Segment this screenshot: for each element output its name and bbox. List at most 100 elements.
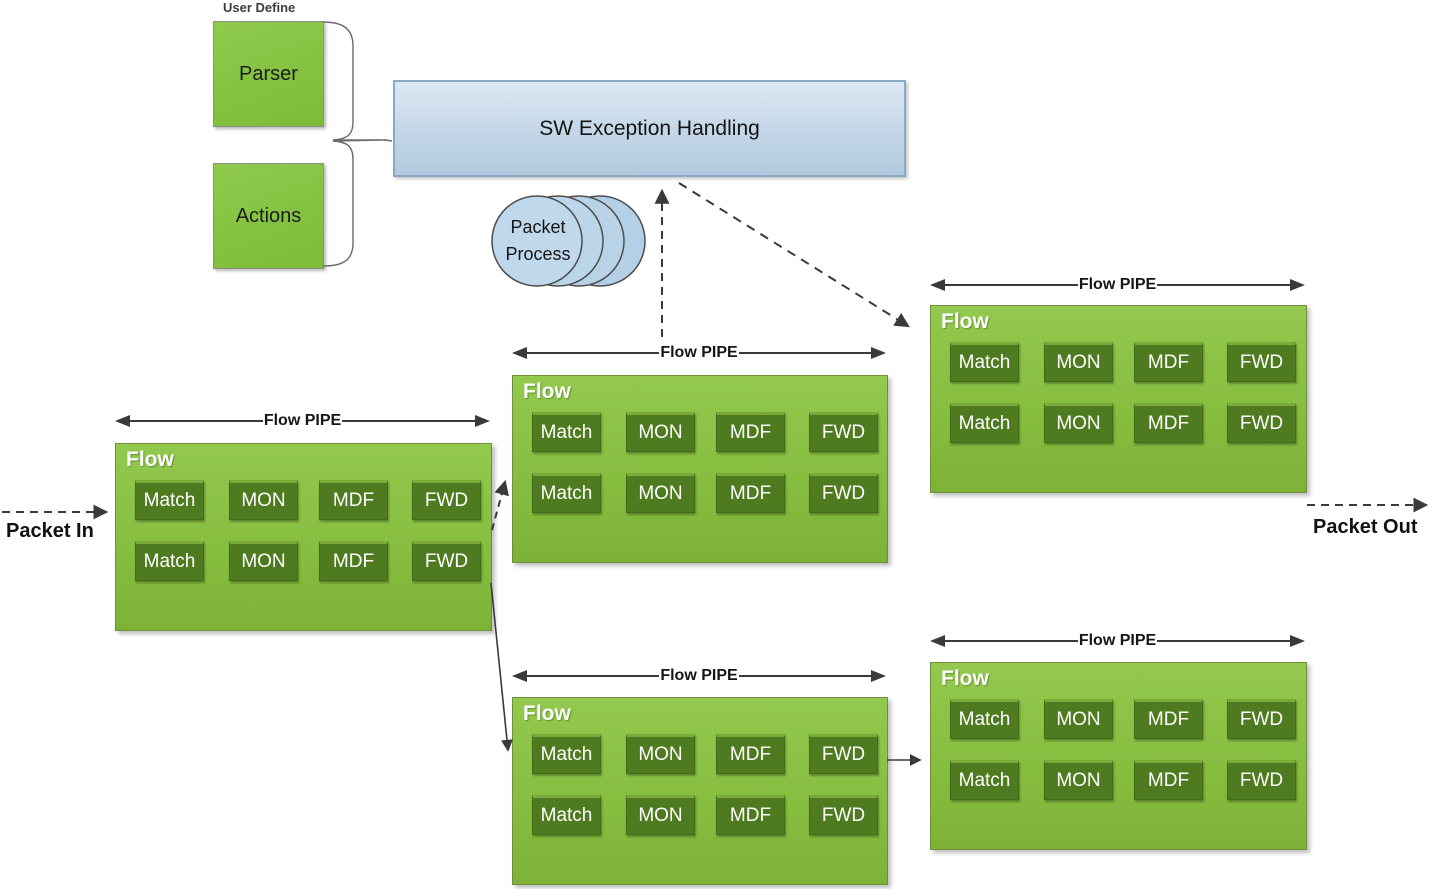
stage-cell-match: Match <box>950 403 1019 443</box>
stage-cell-fwd: FWD <box>1227 403 1296 443</box>
stage-cell-mdf: MDF <box>1134 342 1203 382</box>
arrowhead-right-icon <box>1290 635 1305 647</box>
stage-row: Match MON MDF FWD <box>931 760 1306 800</box>
flow-pipe-label: Flow PIPE <box>660 667 738 684</box>
flow-pipe-header-right-top: Flow PIPE <box>930 275 1305 295</box>
sw-exception-handling-label: SW Exception Handling <box>539 116 760 140</box>
arrowhead-left-icon <box>930 279 945 291</box>
header-line <box>1157 284 1290 286</box>
pipe-left-to-middle-top-arrow <box>491 479 509 531</box>
stage-cell-mon: MON <box>1044 342 1113 382</box>
stage-row: Match MON MDF FWD <box>931 342 1306 382</box>
stage-cell-fwd: FWD <box>1227 760 1296 800</box>
flow-pipe-label: Flow PIPE <box>263 412 342 429</box>
arrowhead-right-icon <box>871 347 886 359</box>
packet-process-line2: Process <box>505 244 571 264</box>
stage-cell-mon: MON <box>229 541 298 581</box>
header-line <box>738 352 871 354</box>
stage-cell-fwd: FWD <box>809 473 878 513</box>
stage-cell-mdf: MDF <box>716 412 785 452</box>
packet-process-line1: Packet <box>510 217 566 237</box>
stage-cell-mdf: MDF <box>319 480 388 520</box>
exception-to-pipe-arrow <box>678 182 910 328</box>
stage-cell-match: Match <box>135 480 204 520</box>
header-line <box>527 352 660 354</box>
stage-row: Match MON MDF FWD <box>931 403 1306 443</box>
stage-cell-fwd: FWD <box>809 795 878 835</box>
stage-cell-fwd: FWD <box>809 734 878 774</box>
stage-cell-match: Match <box>532 473 601 513</box>
stage-cell-match: Match <box>532 795 601 835</box>
flow-pipe-header-left: Flow PIPE <box>115 411 490 431</box>
stage-row: Match MON MDF FWD <box>931 699 1306 739</box>
stage-cell-mdf: MDF <box>716 473 785 513</box>
flow-pipe-label: Flow PIPE <box>1078 632 1157 649</box>
parser-box: Parser <box>213 21 324 127</box>
parser-label: Parser <box>239 62 298 85</box>
stage-cell-match: Match <box>950 699 1019 739</box>
actions-box: Actions <box>213 163 324 269</box>
header-line <box>945 284 1078 286</box>
stage-cell-fwd: FWD <box>809 412 878 452</box>
stage-cell-mon: MON <box>626 412 695 452</box>
stage-cell-fwd: FWD <box>412 541 481 581</box>
stage-cell-fwd: FWD <box>1227 699 1296 739</box>
stage-row: Match MON MDF FWD <box>116 480 491 520</box>
header-line <box>342 420 475 422</box>
packet-process-label: Packet Process <box>494 214 582 268</box>
stage-cell-mdf: MDF <box>1134 699 1203 739</box>
header-line <box>738 675 871 677</box>
arrowhead-right-icon <box>871 670 886 682</box>
packet-out-label: Packet Out <box>1313 516 1418 538</box>
stage-cell-mdf: MDF <box>1134 403 1203 443</box>
flow-pipe-header-right-bottom: Flow PIPE <box>930 631 1305 651</box>
stage-cell-match: Match <box>950 342 1019 382</box>
stage-cell-mon: MON <box>1044 699 1113 739</box>
stage-cell-fwd: FWD <box>1227 342 1296 382</box>
flow-title: Flow <box>126 448 174 471</box>
flow-pipe-label: Flow PIPE <box>660 344 738 361</box>
flow-pipe-header-middle-top: Flow PIPE <box>512 343 886 363</box>
stage-cell-mon: MON <box>1044 403 1113 443</box>
stage-cell-match: Match <box>135 541 204 581</box>
stage-cell-fwd: FWD <box>412 480 481 520</box>
arrowhead-right-icon <box>475 415 490 427</box>
brace-to-sw-line <box>384 139 393 142</box>
flow-title: Flow <box>523 380 571 403</box>
stage-cell-mon: MON <box>626 734 695 774</box>
stage-cell-mdf: MDF <box>1134 760 1203 800</box>
user-define-title: User Define <box>223 0 296 15</box>
pipe-left-to-middle-bottom-arrow <box>490 582 513 752</box>
actions-label: Actions <box>235 204 302 227</box>
header-line <box>527 675 660 677</box>
stage-cell-match: Match <box>950 760 1019 800</box>
arrowhead-left-icon <box>512 670 527 682</box>
flow-title: Flow <box>523 702 571 725</box>
arrowhead-right-icon <box>1290 279 1305 291</box>
header-line <box>1157 640 1290 642</box>
sw-exception-handling-box: SW Exception Handling <box>393 80 906 177</box>
header-line <box>130 420 263 422</box>
header-line <box>945 640 1078 642</box>
stage-cell-mon: MON <box>1044 760 1113 800</box>
packet-in-label: Packet In <box>6 520 94 542</box>
flow-pipe-header-middle-bottom: Flow PIPE <box>512 666 886 686</box>
flow-title: Flow <box>941 667 989 690</box>
flow-title: Flow <box>941 310 989 333</box>
stage-cell-mon: MON <box>229 480 298 520</box>
